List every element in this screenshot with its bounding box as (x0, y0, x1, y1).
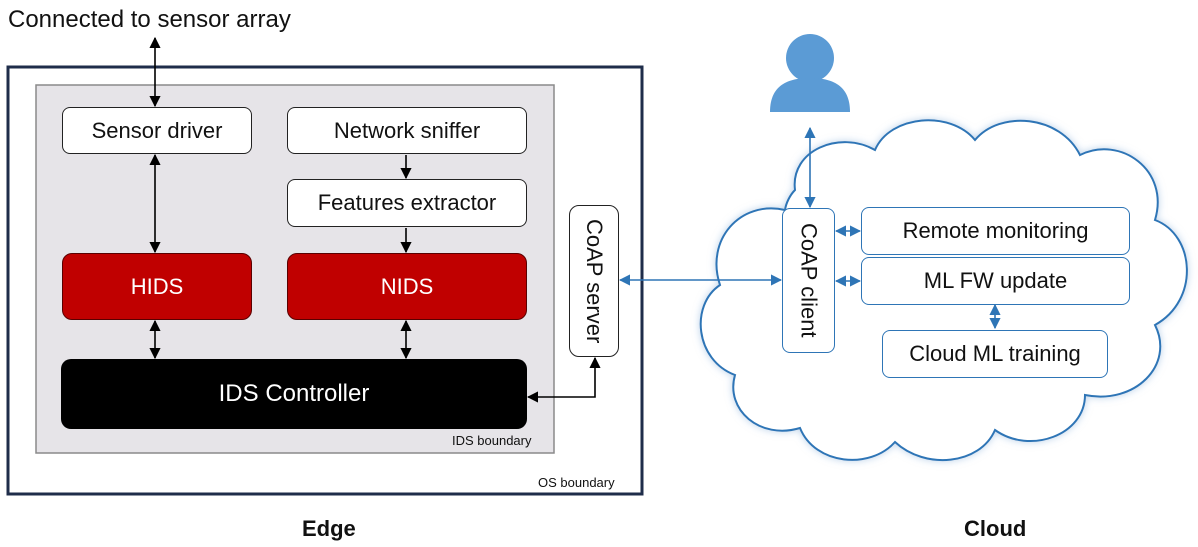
ml-fw-update-box: ML FW update (861, 257, 1130, 305)
coap-server-box: CoAP server (569, 205, 619, 357)
nids-box: NIDS (287, 253, 527, 320)
remote-monitoring-box: Remote monitoring (861, 207, 1130, 255)
coap-client-box: CoAP client (782, 208, 835, 353)
ids-controller-box: IDS Controller (61, 359, 527, 429)
edge-section-label: Edge (302, 516, 356, 541)
ids-boundary-label: IDS boundary (452, 433, 532, 448)
cloud-section-label: Cloud (964, 516, 1027, 541)
features-extractor-box: Features extractor (287, 179, 527, 227)
hids-box: HIDS (62, 253, 252, 320)
os-boundary-label: OS boundary (538, 475, 615, 490)
sensor-driver-box: Sensor driver (62, 107, 252, 154)
cloud-ml-training-box: Cloud ML training (882, 330, 1108, 378)
arrow-controller-coap-server (526, 356, 601, 403)
person-icon (770, 34, 850, 112)
sensor-array-label: Connected to sensor array (8, 6, 291, 33)
network-sniffer-box: Network sniffer (287, 107, 527, 154)
